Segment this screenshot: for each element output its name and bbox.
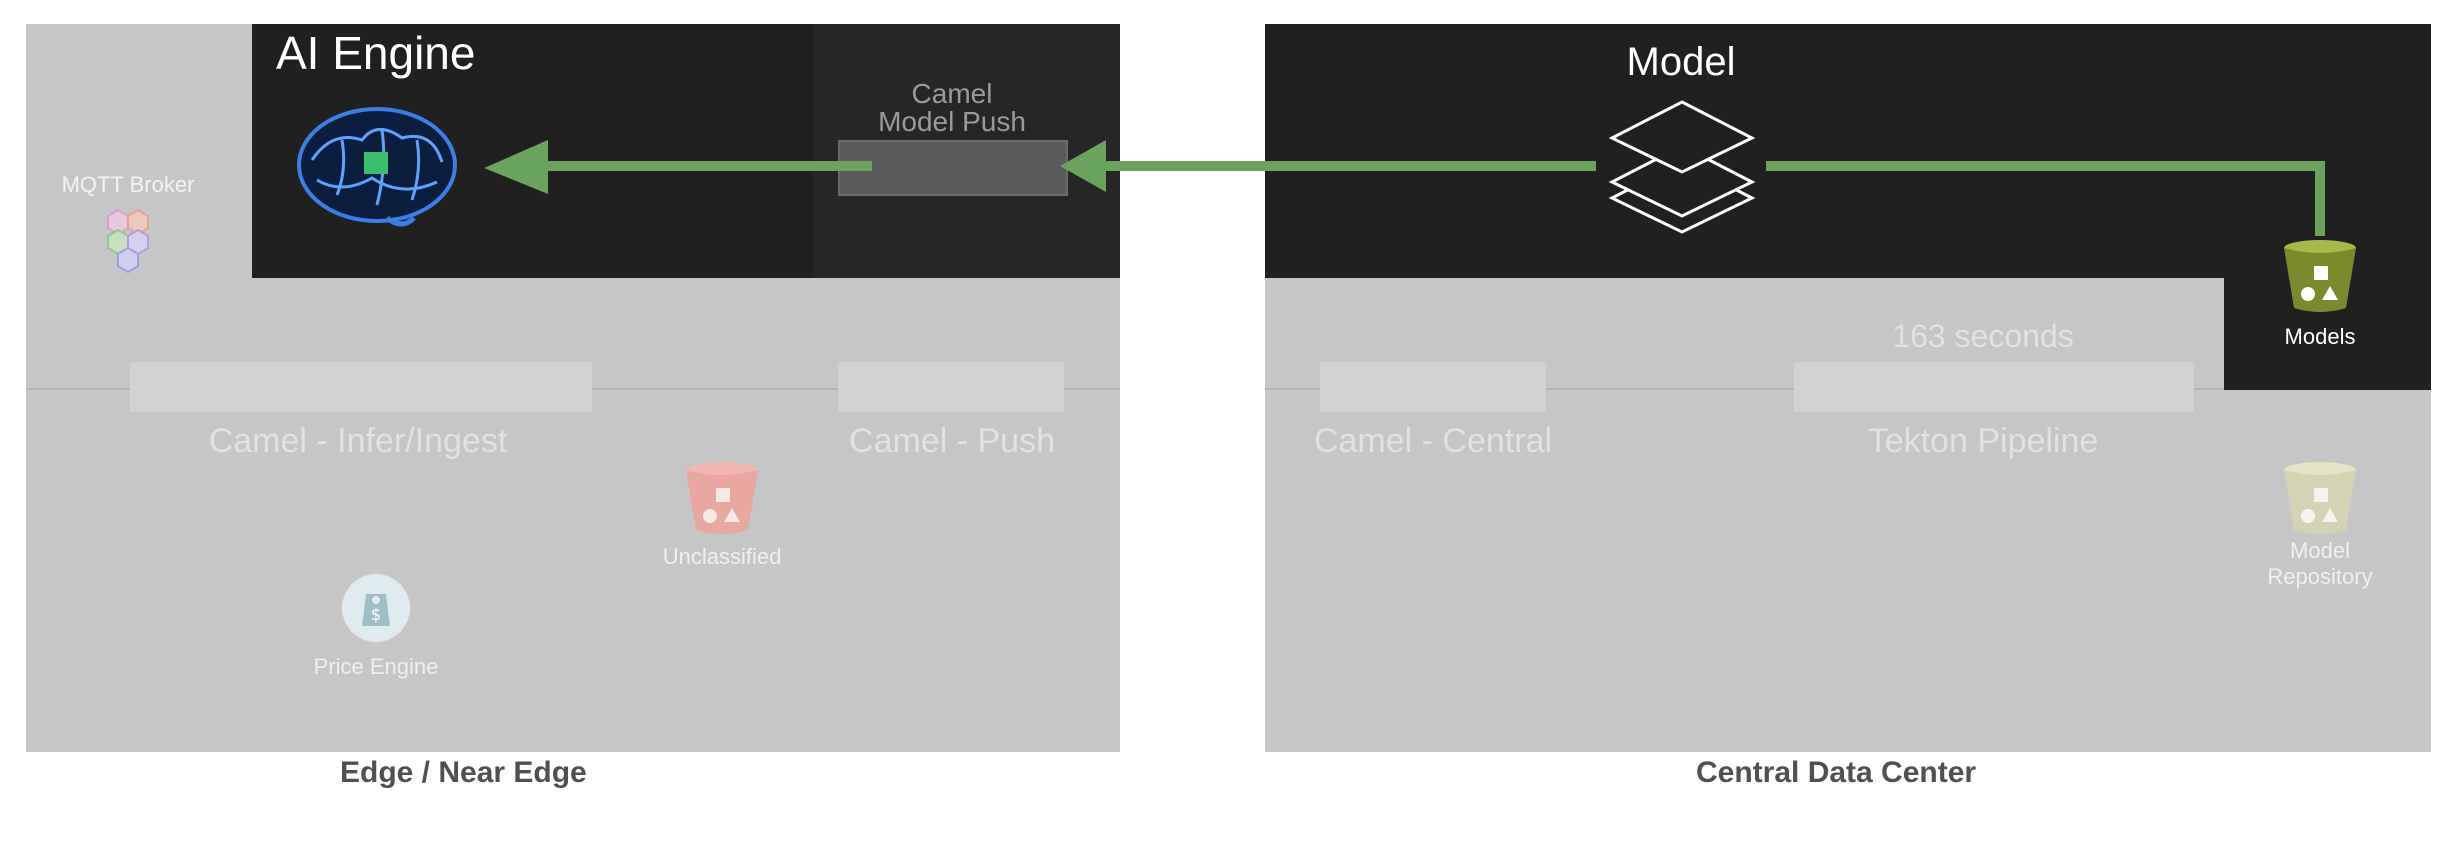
connector-line	[1766, 161, 2325, 236]
bucket-icon	[686, 462, 758, 534]
bucket-icon	[2284, 240, 2356, 312]
hexagon-cluster-icon	[107, 208, 149, 274]
camel-push-label: Camel - Push	[849, 422, 1055, 460]
tekton-bar	[1794, 362, 2194, 412]
arrow-left-icon	[484, 140, 548, 194]
camel-model-push-bar[interactable]	[838, 140, 1068, 196]
svg-text:$: $	[371, 605, 381, 624]
price-tag-icon: $	[342, 574, 410, 642]
price-engine-label: Price Engine	[313, 654, 439, 679]
unclassified-label: Unclassified	[662, 544, 782, 569]
camel-infer-label: Camel - Infer/Ingest	[208, 422, 508, 460]
model-title: Model	[1626, 40, 1736, 84]
camel-push-bar	[838, 362, 1064, 412]
camel-central-label: Camel - Central	[1313, 422, 1553, 460]
camel-central-bar	[1320, 362, 1546, 412]
arrow-left-icon	[1060, 140, 1106, 192]
model-repo-label-line1: Model	[2290, 538, 2350, 563]
mqtt-broker-label: MQTT Broker	[61, 172, 195, 197]
models-bucket-label: Models	[2284, 324, 2356, 349]
central-caption: Central Data Center	[1696, 756, 1977, 789]
edge-caption: Edge / Near Edge	[340, 756, 587, 789]
brain-icon	[297, 107, 457, 227]
model-repo-label-line2: Repository	[2267, 564, 2373, 589]
tekton-label: Tekton Pipeline	[1867, 422, 2099, 460]
bucket-icon	[2284, 462, 2356, 534]
layers-icon	[1608, 100, 1756, 234]
seconds-label: 163 seconds	[1892, 318, 2074, 354]
camel-model-push-label-line1: Camel	[911, 78, 993, 109]
model-region	[1265, 24, 2431, 278]
camel-model-push-label-line2: Model Push	[878, 106, 1026, 137]
ai-engine-title: AI Engine	[276, 27, 476, 79]
camel-infer-bar	[130, 362, 592, 412]
